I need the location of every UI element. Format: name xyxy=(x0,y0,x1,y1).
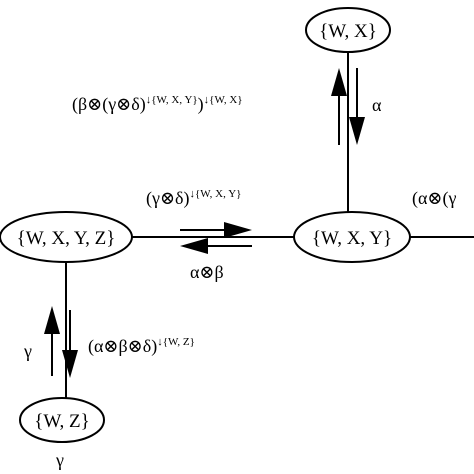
node-wz-label: {W, Z} xyxy=(34,411,90,432)
message-right-edge: (α⊗(γ xyxy=(412,188,457,209)
arrow-up-to-wx xyxy=(331,68,347,145)
node-wxyz-label: {W, X, Y, Z} xyxy=(17,228,116,249)
message-wxy-to-wxyz: α⊗β xyxy=(190,262,224,282)
node-wxy-label: {W, X, Y} xyxy=(312,228,392,249)
message-wxy-to-wx: (β⊗(γ⊗δ)↓{W, X, Y})↓{W, X} xyxy=(72,94,243,115)
message-wxyz-to-wz: (α⊗β⊗δ)↓{W, Z} xyxy=(88,336,195,357)
arrow-down-to-wz xyxy=(62,310,78,378)
node-wxy: {W, X, Y} xyxy=(293,211,411,263)
node-wx-label: {W, X} xyxy=(319,21,377,42)
arrow-right-to-wxy xyxy=(180,222,252,238)
arrow-down-to-wxy xyxy=(349,68,365,145)
node-wx: {W, X} xyxy=(305,7,391,53)
arrow-left-to-wxyz xyxy=(180,238,252,254)
node-wxyz: {W, X, Y, Z} xyxy=(0,211,133,263)
arrow-up-to-wxyz xyxy=(44,306,60,376)
label-below-wz: γ xyxy=(55,450,64,470)
message-wx-to-wxy: α xyxy=(372,95,382,115)
node-wz: {W, Z} xyxy=(19,397,105,443)
message-wz-to-wxyz: γ xyxy=(23,341,32,361)
message-wxyz-to-wxy: (γ⊗δ)↓{W, X, Y} xyxy=(146,188,241,209)
